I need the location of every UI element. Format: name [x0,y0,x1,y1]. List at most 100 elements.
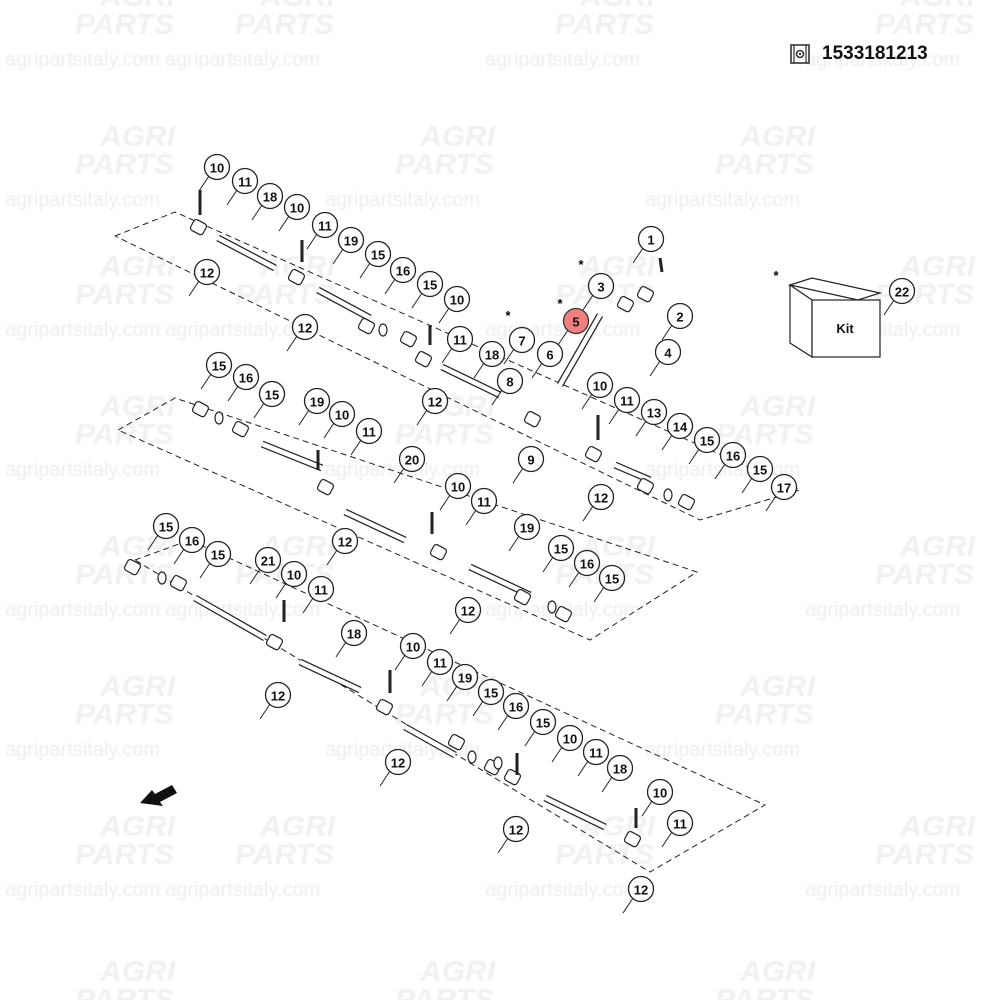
callout-15[interactable]: 15 [416,270,444,298]
callout-number: 14 [673,420,688,435]
callout-12[interactable]: 12 [384,748,412,776]
callout-15[interactable]: 15 [477,678,505,706]
callout-number: 10 [593,379,607,394]
callout-10[interactable]: 10 [280,560,308,588]
callout-6[interactable]: 6 [536,340,564,368]
leader-line [581,393,593,410]
leader-line [251,204,263,221]
callout-12[interactable]: 12 [264,681,292,709]
callout-15[interactable]: 15 [364,240,392,268]
callout-15[interactable]: 15 [152,512,180,540]
star-markers: **** [505,257,779,323]
callout-16[interactable]: 16 [502,692,530,720]
callout-4[interactable]: 4 [654,338,682,366]
callout-15[interactable]: 15 [598,564,626,592]
callout-12[interactable]: 12 [587,483,615,511]
callout-19[interactable]: 19 [337,226,365,254]
callout-10[interactable]: 10 [283,193,311,221]
callout-12[interactable]: 12 [627,875,655,903]
callout-11[interactable]: 11 [613,386,641,414]
callout-10[interactable]: 10 [556,724,584,752]
callout-12[interactable]: 12 [193,258,221,286]
callout-15[interactable]: 15 [693,426,721,454]
callout-21[interactable]: 21 [254,546,282,574]
part-number-header: 1533181213 [788,42,928,66]
callout-16[interactable]: 16 [178,526,206,554]
callout-11[interactable]: 11 [470,487,498,515]
callout-12[interactable]: 12 [454,596,482,624]
callout-18[interactable]: 18 [340,619,368,647]
callout-11[interactable]: 11 [582,738,610,766]
shaft-part-fill [261,441,323,471]
callout-number: 10 [210,161,224,176]
callout-11[interactable]: 11 [307,575,335,603]
leader-line [465,509,477,526]
callout-10[interactable]: 10 [443,285,471,313]
callout-18[interactable]: 18 [478,340,506,368]
callout-18[interactable]: 18 [606,754,634,782]
leader-line [188,280,200,297]
callout-15[interactable]: 15 [529,708,557,736]
callout-8[interactable]: 8 [496,367,524,395]
callout-3[interactable]: 3 [587,272,615,300]
callout-11[interactable]: 11 [446,325,474,353]
callout-number: 11 [620,394,634,409]
leader-line [298,409,310,426]
callout-11[interactable]: 11 [355,417,383,445]
yoke-part [554,605,573,623]
callout-7[interactable]: 7 [508,326,536,354]
callout-18[interactable]: 18 [256,182,284,210]
kit-label: Kit [836,321,854,336]
callout-number: 10 [451,480,465,495]
callout-22[interactable]: 22 [888,277,916,305]
callout-11[interactable]: 11 [666,809,694,837]
callout-12[interactable]: 12 [291,313,319,341]
callout-14[interactable]: 14 [666,412,694,440]
callout-16[interactable]: 16 [719,441,747,469]
callout-15[interactable]: 15 [547,534,575,562]
callout-15[interactable]: 15 [205,351,233,379]
leader-line [714,463,726,480]
callout-15[interactable]: 15 [204,540,232,568]
callout-12[interactable]: 12 [331,527,359,555]
callout-number: 15 [700,434,714,449]
frame-upper [113,211,802,521]
callout-10[interactable]: 10 [586,371,614,399]
leader-line [226,189,238,206]
leader-line [379,770,391,787]
leader-line [147,534,159,551]
callout-12[interactable]: 12 [502,815,530,843]
washer-part [157,571,167,585]
callout-5[interactable]: 5 [562,307,590,335]
callout-17[interactable]: 17 [770,473,798,501]
callout-1[interactable]: 1 [637,225,665,253]
callout-19[interactable]: 19 [451,663,479,691]
callout-12[interactable]: 12 [421,387,449,415]
callout-19[interactable]: 19 [513,513,541,541]
leader-line [661,324,673,341]
callout-15[interactable]: 15 [746,455,774,483]
callout-16[interactable]: 16 [573,549,601,577]
callout-number: 18 [485,348,499,363]
callout-11[interactable]: 11 [426,648,454,676]
leader-line [661,831,673,848]
callout-20[interactable]: 20 [398,445,426,473]
callout-19[interactable]: 19 [303,387,331,415]
callout-10[interactable]: 10 [203,153,231,181]
callout-11[interactable]: 11 [311,211,339,239]
yoke-part [623,830,642,848]
callout-16[interactable]: 16 [389,256,417,284]
callout-15[interactable]: 15 [258,380,286,408]
callout-9[interactable]: 9 [517,445,545,473]
shaft-part-fill [193,596,267,640]
part-number: 1533181213 [822,43,928,64]
yoke-part [287,268,306,286]
callout-10[interactable]: 10 [328,400,356,428]
callout-2[interactable]: 2 [666,302,694,330]
callout-11[interactable]: 11 [231,167,259,195]
callout-16[interactable]: 16 [232,363,260,391]
callout-10[interactable]: 10 [399,632,427,660]
callout-13[interactable]: 13 [640,398,668,426]
callout-10[interactable]: 10 [646,778,674,806]
callout-10[interactable]: 10 [444,472,472,500]
